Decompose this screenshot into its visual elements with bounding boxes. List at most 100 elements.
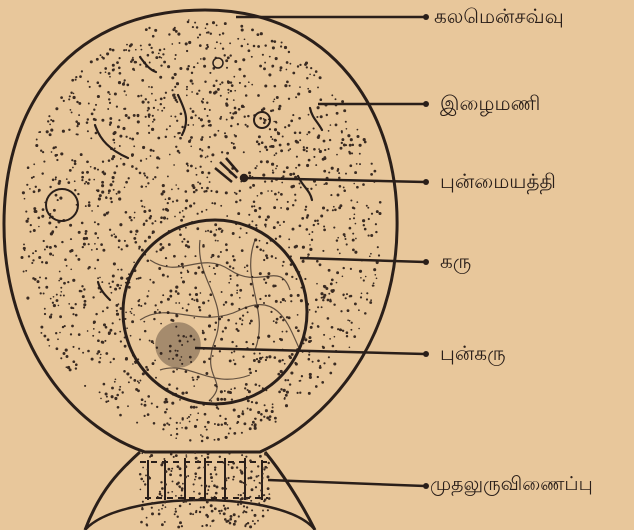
- stipple-dot: [192, 83, 194, 85]
- stipple-dot: [87, 330, 89, 332]
- stipple-dot: [260, 413, 263, 416]
- stipple-dot: [163, 216, 166, 219]
- cell-body-outline: [4, 10, 397, 452]
- stipple-dot: [237, 415, 240, 418]
- stipple-dot: [226, 215, 228, 217]
- stipple-dot: [264, 84, 267, 87]
- stipple-dot: [112, 139, 115, 142]
- stipple-dot: [185, 370, 188, 373]
- stipple-dot: [175, 437, 177, 439]
- stipple-dot: [189, 512, 192, 515]
- stipple-dot: [83, 303, 86, 306]
- stipple-dot: [317, 376, 319, 378]
- stipple-dot: [264, 223, 267, 226]
- stipple-dot: [336, 239, 338, 241]
- stipple-dot: [175, 290, 178, 293]
- stipple-dot: [226, 119, 228, 121]
- stipple-dot: [133, 314, 135, 316]
- stipple-dot: [55, 176, 57, 178]
- stipple-dot: [48, 115, 50, 117]
- stipple-dot: [125, 49, 127, 51]
- stipple-dot: [230, 90, 232, 92]
- stipple-dot: [211, 497, 213, 499]
- stipple-dot: [264, 119, 267, 122]
- stipple-dot: [86, 160, 89, 163]
- stipple-dot: [322, 346, 325, 349]
- stipple-dot: [206, 115, 208, 117]
- stipple-dot: [290, 371, 293, 374]
- stipple-dot: [275, 238, 277, 240]
- stipple-dot: [199, 148, 201, 150]
- stipple-dot: [272, 138, 274, 140]
- stipple-dot: [338, 206, 341, 209]
- stipple-dot: [319, 76, 322, 79]
- stipple-dot: [280, 207, 282, 209]
- stipple-dot: [329, 300, 332, 303]
- stipple-dot: [268, 497, 271, 500]
- stipple-dot: [189, 204, 192, 207]
- stipple-dot: [232, 478, 234, 480]
- stipple-dot: [273, 121, 275, 123]
- stipple-dot: [210, 504, 213, 507]
- stipple-dot: [180, 113, 183, 116]
- stipple-dot: [274, 85, 276, 87]
- stipple-dot: [267, 335, 270, 338]
- stipple-dot: [351, 322, 353, 324]
- stipple-dot: [232, 255, 234, 257]
- stipple-dot: [151, 512, 154, 515]
- stipple-dot: [117, 125, 120, 128]
- stipple-dot: [113, 262, 116, 265]
- stipple-dot: [69, 95, 71, 97]
- stipple-dot: [193, 317, 195, 319]
- stipple-dot: [296, 156, 298, 158]
- stipple-dot: [211, 480, 213, 482]
- stipple-dot: [171, 468, 173, 470]
- stipple-dot: [353, 183, 355, 185]
- stipple-dot: [75, 303, 77, 305]
- stipple-dot: [193, 299, 195, 301]
- stipple-dot: [197, 36, 199, 38]
- stipple-dot: [196, 419, 198, 421]
- stipple-dot: [32, 277, 35, 280]
- stipple-dot: [117, 269, 119, 271]
- stipple-dot: [123, 370, 126, 373]
- stipple-dot: [182, 483, 184, 485]
- stipple-dot: [343, 186, 345, 188]
- stipple-dot: [88, 243, 90, 245]
- stipple-dot: [258, 385, 260, 387]
- stipple-dot: [244, 267, 246, 269]
- stipple-dot: [198, 477, 201, 480]
- stipple-dot: [136, 278, 138, 280]
- stipple-dot: [134, 241, 137, 244]
- stipple-dot: [206, 493, 208, 495]
- stipple-dot: [255, 383, 258, 386]
- stipple-dot: [30, 224, 32, 226]
- stipple-dot: [234, 107, 237, 110]
- stipple-dot: [89, 86, 91, 88]
- stipple-dot: [140, 95, 142, 97]
- stipple-dot: [290, 63, 292, 65]
- stipple-dot: [239, 318, 241, 320]
- stipple-dot: [246, 497, 249, 500]
- stipple-dot: [119, 135, 122, 138]
- stipple-dot: [225, 191, 228, 194]
- stipple-dot: [151, 51, 154, 54]
- stipple-dot: [280, 338, 283, 341]
- stipple-dot: [174, 116, 176, 118]
- stipple-dot: [32, 259, 34, 261]
- stipple-dot: [214, 496, 216, 498]
- stipple-dot: [207, 230, 209, 232]
- stipple-dot: [282, 135, 284, 137]
- stipple-dot: [266, 149, 268, 151]
- stipple-dot: [171, 402, 174, 405]
- stipple-dot: [226, 98, 228, 100]
- stipple-dot: [188, 416, 190, 418]
- stipple-dot: [244, 116, 246, 118]
- stipple-dot: [215, 492, 218, 495]
- stipple-dot: [53, 304, 56, 307]
- stipple-dot: [203, 360, 206, 363]
- label-cilia: இழைமணி: [440, 93, 540, 113]
- stipple-dot: [122, 163, 125, 166]
- stipple-dot: [231, 352, 233, 354]
- stipple-dot: [147, 110, 149, 112]
